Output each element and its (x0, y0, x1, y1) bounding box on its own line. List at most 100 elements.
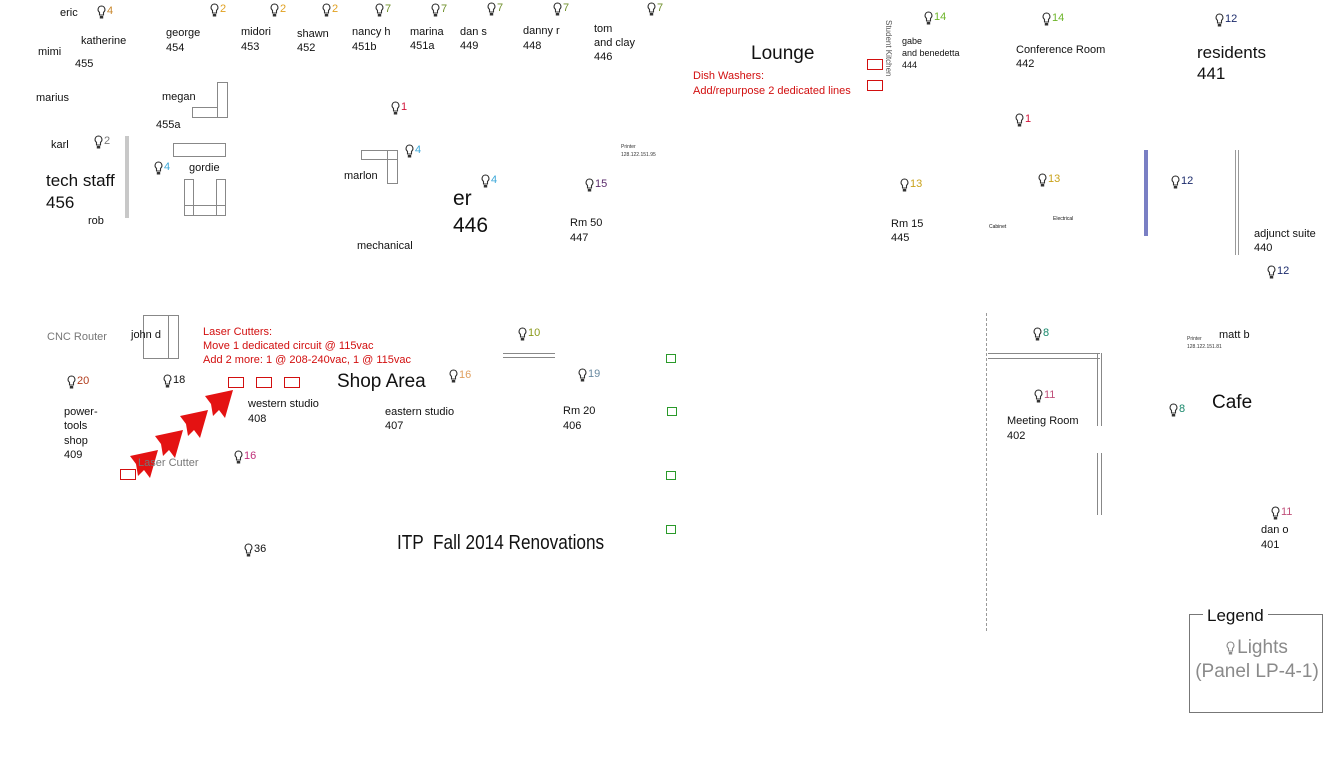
light-bulb-icon (375, 3, 384, 17)
room-label-george: george (166, 27, 201, 39)
light-bulb-icon (1042, 12, 1051, 26)
light-bulb-icon (1226, 640, 1235, 654)
room-label-eastern-studio: eastern studio (385, 406, 455, 418)
room-label-shop: shop (64, 435, 88, 447)
light-bulb-icon (1215, 13, 1224, 27)
light-marker: 1 (391, 101, 407, 116)
room-number: 455 (75, 58, 94, 70)
printer-ip: 128.122.151.95 (621, 152, 656, 158)
light-circuit-number: 15 (595, 178, 608, 190)
room-number: 402 (1007, 430, 1026, 442)
light-circuit-number: 14 (934, 11, 947, 23)
light-marker: 4 (405, 144, 421, 159)
note-laser-cutters-line2: Add 2 more: 1 @ 208-240vac, 1 @ 115vac (203, 354, 412, 366)
light-circuit-number: 7 (563, 2, 570, 14)
room-label-mimi: mimi (38, 46, 62, 58)
printer-label: Printer (1187, 336, 1202, 342)
laser-cutter-outlet (284, 377, 300, 388)
light-bulb-icon (487, 2, 496, 16)
room-label-residents: residents (1197, 43, 1266, 62)
room-label-matt-b: matt b (1219, 329, 1250, 341)
room-number: 406 (563, 420, 582, 432)
room-number: 442 (1016, 58, 1035, 70)
room-number: 453 (241, 41, 260, 53)
light-marker: 10 (518, 327, 540, 342)
light-bulb-icon (244, 543, 253, 557)
light-marker: 11 (1034, 389, 1055, 404)
light-bulb-icon (97, 5, 106, 19)
room-label-dan-o: dan o (1261, 524, 1289, 536)
light-marker: 13 (900, 178, 922, 193)
dashed-wall (986, 313, 987, 631)
room-label-rob: rob (88, 215, 104, 227)
light-marker: 4 (97, 5, 113, 20)
room-label-er: er (453, 187, 472, 210)
room-label-megan: megan (162, 91, 196, 103)
room-label-marina: marina (410, 26, 444, 38)
room-number: 444 (902, 60, 918, 70)
room-label-john-d: john d (131, 329, 161, 341)
light-circuit-number: 36 (254, 543, 267, 555)
outlet-marker (666, 354, 676, 363)
room-label-rm20: Rm 20 (563, 405, 596, 417)
laser-cutter-outlet (256, 377, 272, 388)
light-marker: 19 (578, 368, 600, 383)
light-marker: 14 (924, 11, 946, 26)
light-marker: 8 (1033, 327, 1049, 342)
laser-cutter-arrows-icon (130, 390, 233, 478)
light-bulb-icon (154, 161, 163, 175)
room-label-marius: marius (36, 92, 70, 104)
room-number: 409 (64, 449, 83, 461)
room-number: 454 (166, 42, 185, 54)
light-marker: 12 (1171, 175, 1193, 190)
light-marker: 7 (431, 3, 447, 18)
light-bulb-icon (1033, 327, 1042, 341)
room-label-nancy: nancy h (352, 26, 391, 38)
room-label-electrical: Electrical (1053, 216, 1074, 222)
light-marker: 16 (234, 450, 256, 465)
light-circuit-number: 16 (244, 450, 257, 462)
room-label-western-studio: western studio (248, 398, 319, 410)
wall-divider (125, 136, 129, 218)
light-marker: 2 (270, 3, 286, 18)
room-label-meeting-room: Meeting Room (1007, 415, 1079, 427)
light-circuit-number: 10 (528, 327, 541, 339)
room-number: 446 (453, 214, 489, 237)
room-label-cnc-router: CNC Router (47, 331, 107, 343)
light-bulb-icon (163, 374, 172, 388)
meeting-room-wall (1097, 353, 1102, 426)
room-label-marlon: marlon (344, 170, 378, 182)
room-number: 440 (1254, 242, 1273, 254)
room-label-shawn: shawn (297, 28, 329, 40)
room-number: 448 (523, 40, 542, 52)
light-bulb-icon (647, 2, 656, 16)
light-bulb-icon (391, 101, 400, 115)
light-circuit-number: 13 (1048, 173, 1061, 185)
light-bulb-icon (67, 375, 76, 389)
laser-cutter-outlet (228, 377, 244, 388)
room-label-dan-s: dan s (460, 26, 487, 38)
light-circuit-number: 12 (1277, 265, 1290, 277)
light-bulb-icon (1169, 403, 1178, 417)
light-circuit-number: 2 (220, 3, 227, 15)
light-marker: 7 (487, 2, 503, 17)
partition-wall (1235, 150, 1239, 255)
light-circuit-number: 16 (459, 369, 472, 381)
printer-ip: 128.122.151.81 (1187, 344, 1222, 350)
note-dish-washers-text: Add/repurpose 2 dedicated lines (693, 85, 851, 97)
light-circuit-number: 8 (1043, 327, 1050, 339)
printer-label: Printer (621, 144, 636, 150)
light-circuit-number: 8 (1179, 403, 1186, 415)
meeting-room-wall (988, 353, 1100, 359)
light-circuit-number: 7 (441, 3, 448, 15)
light-circuit-number: 4 (107, 5, 114, 17)
light-marker: 2 (322, 3, 338, 18)
room-number: 401 (1261, 539, 1280, 551)
room-label-tom: tom (594, 23, 613, 35)
laser-cutter-outlet (120, 469, 136, 480)
room-label-karl: karl (51, 139, 69, 151)
room-number: 446 (594, 51, 613, 63)
room-label-tools: tools (64, 420, 88, 432)
room-number: 456 (46, 193, 75, 212)
light-bulb-icon (553, 2, 562, 16)
